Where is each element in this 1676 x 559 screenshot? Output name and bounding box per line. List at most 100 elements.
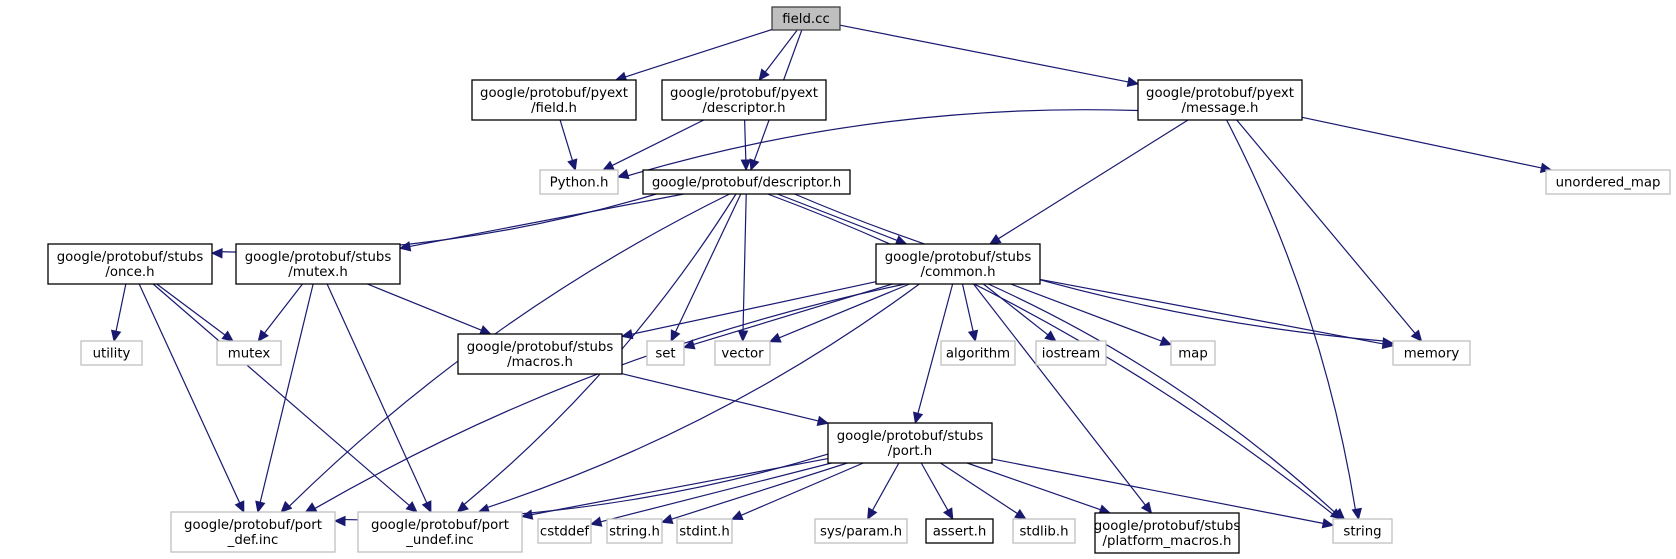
edge-mutex_h-to-port_undef_inc xyxy=(326,283,432,514)
edge-line xyxy=(693,283,893,346)
edge-port_h-to-string xyxy=(991,458,1335,529)
node-pyext-field-h[interactable]: google/protobuf/pyext/field.h xyxy=(471,79,637,121)
edge-common_h-to-string xyxy=(988,283,1346,520)
node-label: _def.inc xyxy=(227,533,279,548)
node-box xyxy=(235,243,401,285)
edge-line xyxy=(621,373,819,422)
arrowhead-icon xyxy=(1044,330,1057,342)
node-field-cc[interactable]: field.cc xyxy=(771,6,841,31)
node-label: mutex xyxy=(228,347,271,362)
edge-mutex_h-to-mutex xyxy=(257,283,303,342)
node-label: utility xyxy=(93,347,131,362)
arrowhead-icon xyxy=(210,248,223,259)
node-common-h[interactable]: google/protobuf/stubs/common.h xyxy=(875,243,1041,285)
edge-port_h-to-assert_h xyxy=(920,462,954,521)
node-box xyxy=(80,340,143,366)
node-port-undef-inc: google/protobuf/port_undef.inc xyxy=(357,511,523,553)
edge-line xyxy=(767,193,1333,515)
edge-line xyxy=(611,119,705,167)
arrowhead-icon xyxy=(943,507,954,521)
arrowhead-icon xyxy=(405,501,418,513)
node-pyext-descriptor-h[interactable]: google/protobuf/pyext/descriptor.h xyxy=(661,79,827,121)
edge-line xyxy=(409,193,684,248)
arrowhead-icon xyxy=(1381,338,1395,350)
edge-descriptor_h-to-vector xyxy=(737,193,749,343)
node-box xyxy=(606,518,663,544)
arrowhead-icon xyxy=(682,339,696,350)
node-stdlib-h: stdlib.h xyxy=(1012,518,1076,544)
node-vector: vector xyxy=(714,340,771,366)
arrowhead-icon xyxy=(257,329,269,342)
node-label: _undef.inc xyxy=(405,533,474,548)
node-label: /descriptor.h xyxy=(702,101,785,116)
arrowhead-icon xyxy=(221,330,234,342)
arrowhead-icon xyxy=(620,328,634,340)
edge-pyext_field_h-to-python_h xyxy=(559,119,578,172)
node-label: /mutex.h xyxy=(288,265,348,280)
node-set: set xyxy=(646,340,685,366)
edge-pyext_descriptor_h-to-descriptor_h xyxy=(740,119,752,172)
edge-line xyxy=(156,283,226,336)
edge-common_h-to-port_def_inc xyxy=(304,283,906,513)
arrowhead-icon xyxy=(456,501,469,513)
node-port-h[interactable]: google/protobuf/stubs/port.h xyxy=(827,422,993,464)
edge-common_h-to-set xyxy=(682,283,893,350)
edge-common_h-to-memory xyxy=(1039,278,1395,350)
edge-port_h-to-cstddef xyxy=(589,462,832,527)
edge-line xyxy=(531,457,829,516)
edge-line xyxy=(138,283,241,504)
edge-line xyxy=(973,283,1146,506)
node-label: /macros.h xyxy=(507,355,573,370)
edge-descriptor_h-to-port_def_inc xyxy=(280,193,730,513)
node-label: google/protobuf/descriptor.h xyxy=(652,176,841,191)
edge-descriptor_h-to-mutex_h xyxy=(398,193,684,252)
node-macros-h[interactable]: google/protobuf/stubs/macros.h xyxy=(457,333,623,375)
edge-line xyxy=(917,283,954,414)
arrowhead-icon xyxy=(520,509,534,520)
node-platform-macros-h[interactable]: google/protobuf/stubs/platform_macros.h xyxy=(1094,512,1241,554)
node-label: iostream xyxy=(1042,347,1100,362)
edge-descriptor_h-to-set xyxy=(670,193,742,343)
node-once-h[interactable]: google/protobuf/stubs/once.h xyxy=(47,243,213,285)
arrowhead-icon xyxy=(816,415,830,426)
node-label: /field.h xyxy=(531,101,577,116)
edge-common_h-to-iostream xyxy=(983,283,1057,342)
edge-line xyxy=(966,462,1101,511)
edge-line xyxy=(674,193,742,333)
edge-port_h-to-port_undef_inc xyxy=(520,457,829,520)
edge-line xyxy=(627,109,1139,177)
node-pyext-message-h[interactable]: google/protobuf/pyext/message.h xyxy=(1137,79,1303,121)
edge-mutex_h-to-macros_h xyxy=(367,283,492,335)
node-label: string.h xyxy=(609,525,660,540)
edge-line xyxy=(1226,119,1356,510)
node-sys-param-h: sys/param.h xyxy=(814,518,908,544)
arrowhead-icon xyxy=(255,500,266,514)
node-box xyxy=(47,243,213,285)
node-port-def-inc: google/protobuf/port_def.inc xyxy=(170,511,336,553)
edge-line xyxy=(777,193,898,241)
node-label: unordered_map xyxy=(1556,176,1661,191)
arrowhead-icon xyxy=(1332,508,1346,520)
node-label: google/protobuf/stubs xyxy=(467,340,614,355)
arrowhead-icon xyxy=(234,500,245,514)
edge-macros_h-to-port_h xyxy=(621,373,830,426)
node-assert-h[interactable]: assert.h xyxy=(925,518,994,544)
node-box xyxy=(1170,340,1216,366)
node-label: stdlib.h xyxy=(1019,525,1068,540)
node-box xyxy=(357,511,523,553)
node-box xyxy=(457,333,623,375)
node-label: google/protobuf/pyext xyxy=(670,86,818,101)
node-label: google/protobuf/stubs xyxy=(245,250,392,265)
edge-pyext_message_h-to-memory xyxy=(1236,119,1423,342)
node-box xyxy=(1012,518,1076,544)
node-label: stdint.h xyxy=(679,525,730,540)
node-label: google/protobuf/pyext xyxy=(1146,86,1294,101)
node-label: assert.h xyxy=(933,525,987,540)
edge-common_h-to-algorithm xyxy=(961,283,979,343)
node-mutex-h[interactable]: google/protobuf/stubs/mutex.h xyxy=(235,243,401,285)
node-descriptor-h[interactable]: google/protobuf/descriptor.h xyxy=(642,169,851,195)
edge-pyext_message_h-to-string xyxy=(1226,119,1362,521)
edge-field_cc-to-pyext_message_h xyxy=(839,24,1140,88)
edge-line xyxy=(559,119,573,161)
edge-pyext_descriptor_h-to-python_h xyxy=(602,119,705,171)
